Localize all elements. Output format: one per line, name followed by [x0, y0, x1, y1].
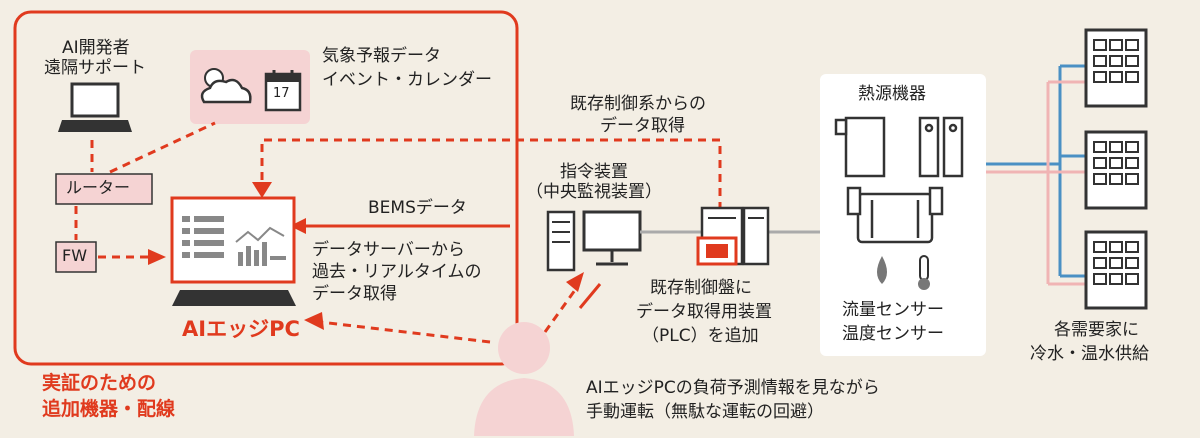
heat-source-label: 熱源機器: [858, 84, 926, 104]
existing-panel-label-2: データ取得用装置: [636, 302, 772, 322]
demand-label-1: 各需要家に: [1054, 320, 1139, 340]
fw-label: FW: [62, 246, 88, 265]
ai-edge-pc-icon: [170, 196, 296, 306]
data-server-label-2: 過去・リアルタイムの: [312, 262, 482, 282]
existing-control-label-2: データ取得: [600, 116, 685, 136]
sensor-label-2: 温度センサー: [842, 324, 944, 344]
plc-device: [706, 244, 728, 258]
calendar-day-text: 17: [273, 86, 290, 101]
flow-sensor-icon: [877, 256, 887, 284]
weather-card: [190, 50, 310, 124]
heat-source-equipment-icons: [834, 116, 964, 244]
added-equipment-boundary: [13, 10, 519, 366]
cloud-sun-icon: [200, 78, 252, 104]
router-label: ルーター: [66, 178, 131, 197]
ai-dev-remote-label-1: AI開発者: [62, 38, 130, 58]
demand-label-2: 冷水・温水供給: [1030, 344, 1149, 364]
building-icon-1: [1084, 28, 1148, 108]
building-icon-3: [1084, 230, 1148, 310]
weather-label-2: イベント・カレンダー: [322, 70, 492, 90]
ai-dev-remote-label-2: 遠隔サポート: [44, 58, 146, 78]
fw-box: [55, 241, 97, 273]
existing-panel-label-3: （PLC）を追加: [642, 326, 759, 346]
data-server-label-3: データ取得: [312, 284, 397, 304]
operator-person-icon: [474, 322, 574, 436]
control-panel-icon: [696, 206, 770, 266]
added-equipment-label-1: 実証のための: [42, 372, 157, 394]
weather-label-1: 気象予報データ: [322, 46, 441, 66]
command-device-icon: [546, 210, 642, 272]
existing-control-label-1: 既存制御系からの: [570, 94, 706, 114]
temperature-sensor-icon: [918, 255, 930, 290]
command-device-label-2: （中央監視装置）: [526, 182, 662, 202]
building-icon-2: [1084, 130, 1148, 210]
existing-panel-label-1: 既存制御盤に: [650, 278, 752, 298]
remote-laptop-icon: [58, 82, 132, 132]
added-equipment-label-2: 追加機器・配線: [42, 398, 176, 420]
operator-label-2: 手動運転（無駄な運転の回避）: [586, 402, 824, 422]
router-box: [55, 173, 153, 205]
operator-label-1: AIエッジPCの負荷予測情報を見ながら: [586, 378, 880, 398]
data-server-label-1: データサーバーから: [312, 240, 465, 260]
bems-data-label: BEMSデータ: [368, 198, 467, 218]
sensor-label-1: 流量センサー: [842, 300, 944, 320]
ai-edge-pc-label: AIエッジPC: [182, 317, 300, 341]
command-device-label-1: 指令装置: [560, 162, 628, 182]
